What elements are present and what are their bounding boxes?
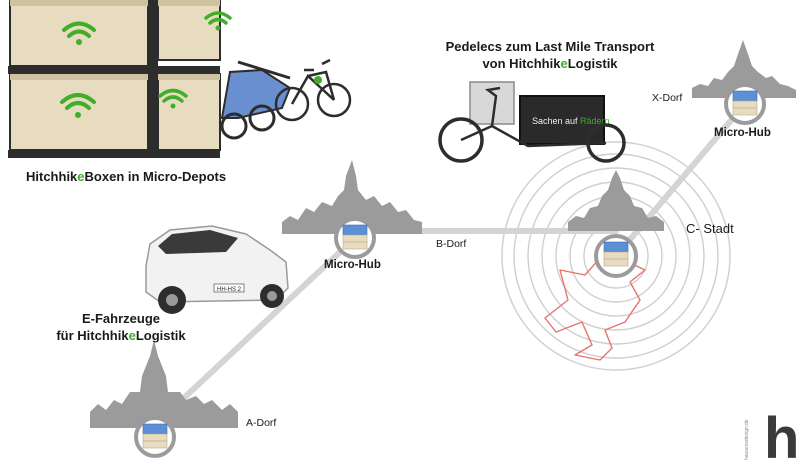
electric-car-illustration: HH-HS 2 [145, 225, 289, 314]
wifi-icon [204, 11, 232, 31]
wifi-icon [62, 21, 96, 45]
caption-e-fahrzeuge-line1: E-Fahrzeuge [81, 311, 160, 326]
place-label-c-stadt: C- Stadt [686, 221, 734, 236]
cargo-pedelec-illustration: Sachen auf Rädern [438, 81, 626, 163]
wifi-icon [158, 88, 188, 109]
place-label-x-dorf: X-Dorf [652, 92, 683, 104]
license-plate: HH-HS 2 [217, 287, 242, 293]
place-label-a-dorf: A-Dorf [246, 417, 277, 429]
wifi-icon [60, 93, 96, 118]
caption-pedelecs-line1: Pedelecs zum Last Mile Transport [445, 39, 655, 54]
caption-e-fahrzeuge: E-Fahrzeuge für HitchhikeLogistik [46, 310, 196, 344]
svg-text:h: h [764, 406, 799, 465]
town-silhouette-c-stadt [568, 170, 664, 231]
brand-side-text: hausensdesign.de [744, 419, 750, 460]
town-silhouette-a-dorf [90, 340, 238, 428]
box [157, 73, 221, 151]
ring [501, 141, 731, 371]
hub-marker-a-dorf [134, 416, 176, 458]
town-silhouette-x-dorf [692, 40, 796, 98]
cargo-box-label: Sachen auf Rädern [532, 116, 610, 126]
delivery-path [544, 257, 646, 361]
bicycle-icon [274, 58, 352, 122]
town-silhouette-b-dorf [282, 160, 422, 234]
hub-marker-b-dorf [334, 217, 376, 259]
route-a-to-b [152, 235, 358, 428]
hitchhike-boxen-illustration [8, 0, 352, 158]
box [157, 0, 221, 61]
ring [513, 153, 719, 359]
caption-hitchhike-boxen: HitchhikeBoxen in Micro-Depots [26, 169, 227, 184]
hub-label-b-dorf: Micro-Hub [324, 259, 381, 271]
hub-marker-x-dorf [724, 83, 766, 125]
place-label-b-dorf: B-Dorf [436, 238, 467, 250]
box [9, 0, 149, 67]
caption-pedelecs: Pedelecs zum Last Mile Transport von Hit… [420, 38, 680, 72]
bike-trailer [220, 60, 292, 140]
caption-e-fahrzeuge-line2: für HitchhikeLogistik [56, 328, 186, 343]
caption-pedelecs-line2: von HitchhikeLogistik [482, 56, 618, 71]
hub-marker-c-stadt [594, 234, 638, 278]
hub-label-x-dorf: Micro-Hub [714, 127, 771, 139]
box [9, 73, 149, 151]
ring [527, 167, 705, 345]
brand-logo: h [764, 406, 799, 465]
